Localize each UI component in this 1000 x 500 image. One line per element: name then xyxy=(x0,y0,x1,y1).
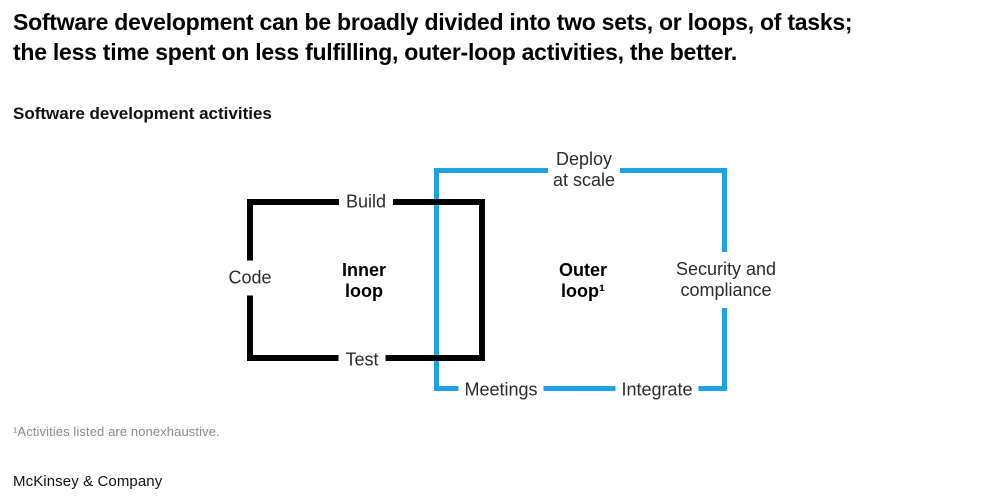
brand-wordmark: McKinsey & Company xyxy=(13,473,163,490)
node-build: Build xyxy=(338,191,394,213)
exhibit-title: Software development can be broadly divi… xyxy=(13,7,998,67)
outer-loop-label-line2: loop¹ xyxy=(561,281,605,301)
exhibit-title-line1: Software development can be broadly divi… xyxy=(13,9,853,35)
node-meetings: Meetings xyxy=(458,379,544,401)
node-code: Code xyxy=(224,260,276,296)
node-test: Test xyxy=(338,349,386,371)
footnote: ¹Activities listed are nonexhaustive. xyxy=(13,424,220,439)
inner-loop-label: Inner loop xyxy=(342,260,386,302)
inner-loop-label-line2: loop xyxy=(344,281,383,301)
inner-loop-label-line1: Inner xyxy=(341,260,387,280)
outer-loop-label-line1: Outer xyxy=(558,260,608,280)
node-security-compliance: Security and compliance xyxy=(671,252,781,308)
exhibit-title-line2: the less time spent on less fulfilling, … xyxy=(13,39,738,65)
node-deploy-line1: Deploy xyxy=(555,149,613,169)
node-deploy-at-scale: Deploy at scale xyxy=(547,149,621,191)
chart-subtitle: Software development activities xyxy=(13,104,272,123)
node-security-line2: compliance xyxy=(680,280,772,300)
node-security-line1: Security and xyxy=(675,259,777,279)
outer-loop-label: Outer loop¹ xyxy=(559,260,607,302)
node-integrate: Integrate xyxy=(615,379,699,401)
node-deploy-line2: at scale xyxy=(552,170,616,190)
